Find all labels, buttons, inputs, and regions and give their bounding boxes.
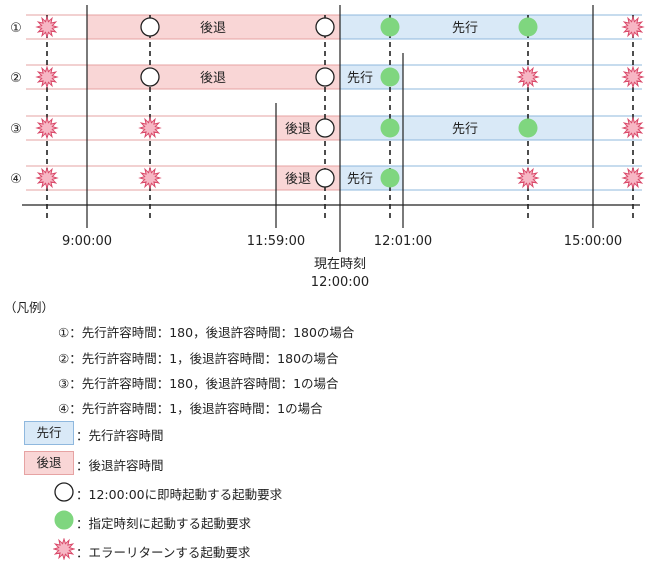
current-time-value: 12:00:00 [311, 275, 369, 290]
error-burst-icon [621, 65, 645, 89]
green-circle-icon [380, 67, 400, 87]
ahead-band-label: 先行 [452, 122, 478, 137]
legend-ahead-desc: ：先行許容時間 [76, 428, 164, 443]
behind-band-label: 後退 [200, 21, 226, 36]
behind-band-label: 後退 [285, 122, 311, 137]
time-label-1159: 11:59:00 [247, 234, 305, 249]
white-circle-icon [315, 67, 335, 87]
white-circle-icon [140, 17, 160, 37]
ahead-band-label: 先行 [452, 21, 478, 36]
time-label-0900: 9:00:00 [62, 234, 112, 249]
white-circle-icon [140, 67, 160, 87]
error-burst-icon [516, 166, 540, 190]
legend-ahead-box: 先行 [24, 421, 74, 445]
row-2: ② 後退 先行 [10, 64, 642, 90]
error-burst-icon [621, 166, 645, 190]
behind-band [86, 14, 341, 40]
ahead-band-label: 先行 [347, 71, 373, 86]
legend-behind-box: 後退 [24, 451, 74, 475]
error-burst-icon [35, 65, 59, 89]
current-time-caption: 現在時刻 [314, 257, 366, 272]
error-burst-icon [35, 15, 59, 39]
legend-case-2: ②：先行許容時間：1，後退許容時間：180の場合 [58, 351, 339, 366]
row-1: ① 後退 先行 [10, 14, 642, 40]
error-burst-icon [621, 15, 645, 39]
row-label: ③ [10, 122, 22, 137]
error-burst-shape [53, 538, 75, 560]
behind-band [86, 64, 341, 90]
error-burst-icon [138, 166, 162, 190]
behind-band-label: 後退 [285, 172, 311, 187]
green-circle-icon [380, 17, 400, 37]
green-circle-icon [518, 118, 538, 138]
request-markers [35, 15, 645, 222]
legend-case-4: ④：先行許容時間：1，後退許容時間：1の場合 [58, 401, 323, 416]
green-circle-icon [380, 118, 400, 138]
time-label-1201: 12:01:00 [374, 234, 432, 249]
error-burst-icon [53, 538, 75, 560]
error-burst-icon [35, 166, 59, 190]
green-circle-icon [380, 168, 400, 188]
error-burst-icon [35, 116, 59, 140]
row-label: ② [10, 71, 22, 86]
legend-case-3: ③：先行許容時間：180，後退許容時間：1の場合 [58, 376, 339, 391]
legend-green-circle-desc: ：指定時刻に起動する起動要求 [76, 516, 252, 531]
legend-burst-desc: ：エラーリターンする起動要求 [76, 545, 251, 560]
white-circle-icon [54, 482, 74, 502]
legend-title: （凡例） [4, 300, 55, 315]
row-label: ① [10, 21, 22, 36]
white-circle-icon [315, 17, 335, 37]
error-burst-icon [621, 116, 645, 140]
ahead-band-label: 先行 [347, 172, 373, 187]
error-burst-icon [138, 116, 162, 140]
error-burst-icon [516, 65, 540, 89]
white-circle-icon [315, 118, 335, 138]
legend-case-1: ①：先行許容時間：180，後退許容時間：180の場合 [58, 325, 355, 340]
time-label-1500: 15:00:00 [564, 234, 622, 249]
white-circle-icon [315, 168, 335, 188]
green-circle-icon [54, 510, 74, 530]
green-circle-icon [518, 17, 538, 37]
legend-behind-desc: ：後退許容時間 [76, 458, 164, 473]
row-label: ④ [10, 172, 22, 187]
behind-band-label: 後退 [200, 71, 226, 86]
legend-white-circle-desc: ：12:00:00に即時起動する起動要求 [76, 487, 283, 502]
